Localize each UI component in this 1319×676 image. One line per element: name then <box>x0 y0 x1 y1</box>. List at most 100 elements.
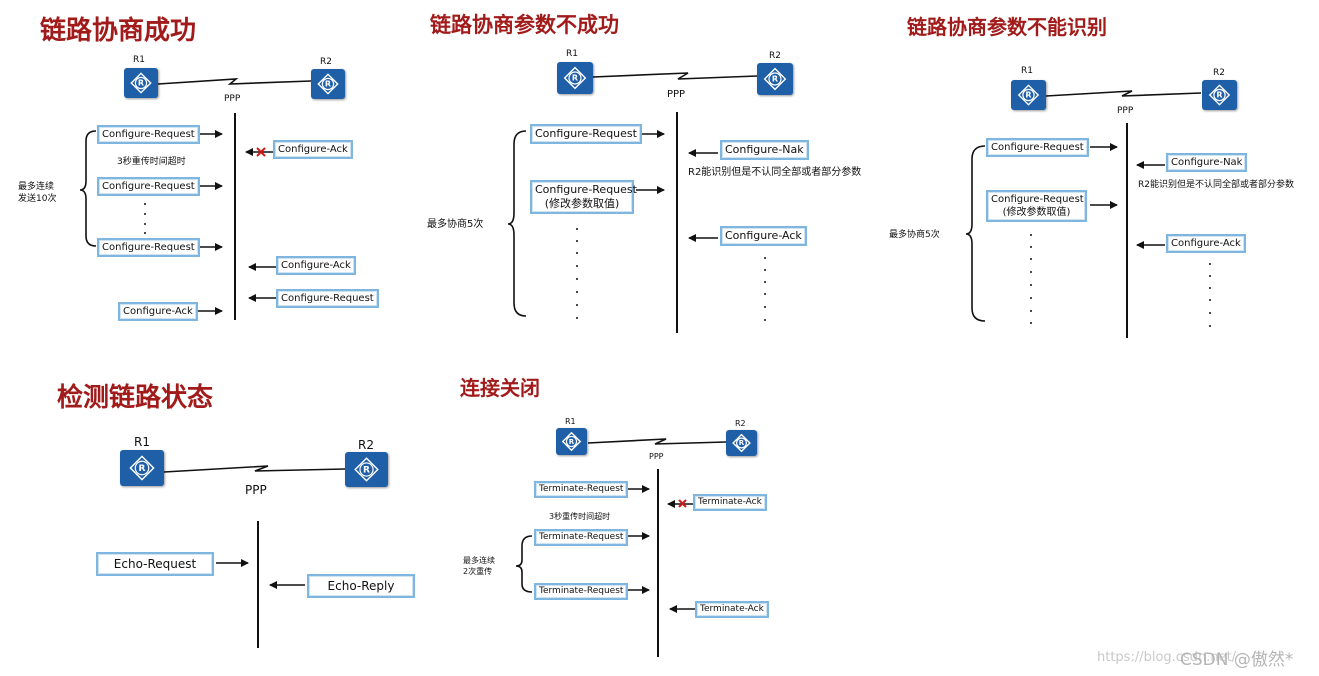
router-glyph: R <box>354 457 379 482</box>
p5-router-r2-icon: R <box>726 430 757 456</box>
p2-router-r1-icon: R <box>557 62 593 94</box>
p2-msg-configure-ack: Configure-Ack <box>720 226 807 246</box>
p2-msg-configure-request-2: Configure-Request <box>535 183 637 196</box>
p5-msg-terminate-request-3: Terminate-Request <box>534 583 629 600</box>
p3-ppp-label: PPP <box>1117 106 1134 116</box>
p5-router-r1-icon: R <box>556 428 587 455</box>
p2-r2-label: R2 <box>769 51 781 61</box>
p3-msg-modify-params: (修改参数取值) <box>1002 207 1071 218</box>
p1-msg-configure-request-3: Configure-Request <box>97 238 200 257</box>
p3-nak-note: R2能识别但是不认同全部或者部分参数 <box>1138 180 1294 190</box>
router-glyph: R <box>1208 84 1231 106</box>
router-glyph: R <box>561 431 582 452</box>
p1-router-r2-icon: R <box>311 69 345 99</box>
p1-title: 链路协商成功 <box>40 16 197 46</box>
p4-msg-echo-reply: Echo-Reply <box>307 574 415 598</box>
p3-brace <box>965 145 986 322</box>
p4-ppp-label: PPP <box>245 483 267 497</box>
p2-brace-note: 最多协商5次 <box>427 219 484 230</box>
p5-brace <box>515 535 533 593</box>
svg-text:R: R <box>1025 91 1031 100</box>
p3-msg-configure-request-1: Configure-Request <box>986 138 1089 157</box>
svg-text:R: R <box>139 464 146 474</box>
router-glyph: R <box>732 433 751 453</box>
p4-router-r2-icon: R <box>345 452 388 487</box>
p1-ppp-label: PPP <box>224 94 241 104</box>
p5-r1-label: R1 <box>565 417 576 426</box>
p1-brace-note-line2: 发送10次 <box>18 194 57 204</box>
p5-msg-terminate-request-1: Terminate-Request <box>534 481 629 498</box>
p5-title: 连接关闭 <box>460 376 540 400</box>
p2-r1-label: R1 <box>566 49 578 59</box>
p1-router-r1-icon: R <box>124 68 158 98</box>
p3-msg-configure-request-modified: Configure-Request (修改参数取值) <box>986 190 1087 222</box>
p3-msg-configure-ack: Configure-Ack <box>1166 234 1246 253</box>
p1-msg-configure-ack-lost: Configure-Ack <box>273 140 353 159</box>
ellipsis-dots <box>144 203 1211 327</box>
p2-msg-configure-request-modified: Configure-Request (修改参数取值) <box>530 180 637 214</box>
p4-r1-label: R1 <box>134 435 150 449</box>
p5-r2-label: R2 <box>735 419 746 428</box>
p1-brace <box>79 130 97 247</box>
p1-msg-configure-ack-r1: Configure-Ack <box>118 302 198 321</box>
p4-r2-label: R2 <box>358 438 374 452</box>
p2-msg-configure-request-1: Configure-Request <box>530 124 642 144</box>
p4-router-r1-icon: R <box>120 450 164 486</box>
router-glyph: R <box>129 455 155 481</box>
router-glyph: R <box>563 66 587 90</box>
svg-text:R: R <box>138 79 144 88</box>
svg-text:R: R <box>772 75 778 84</box>
p5-ppp-label: PPP <box>649 452 664 461</box>
svg-text:R: R <box>325 80 331 89</box>
p1-r2-label: R2 <box>320 57 332 67</box>
p4-msg-echo-request: Echo-Request <box>96 552 214 576</box>
p1-retry-note: 3秒重传时间超时 <box>117 157 186 167</box>
p3-brace-note: 最多协商5次 <box>889 230 940 240</box>
p3-r1-label: R1 <box>1021 66 1033 76</box>
router-glyph: R <box>130 72 152 94</box>
p1-brace-note-line1: 最多连续 <box>18 182 55 192</box>
p1-r1-label: R1 <box>133 55 145 65</box>
svg-text:R: R <box>569 438 575 446</box>
p1-msg-configure-request-1: Configure-Request <box>97 125 200 144</box>
p2-router-r2-icon: R <box>757 63 793 95</box>
router-glyph: R <box>1017 84 1040 106</box>
svg-text:R: R <box>1216 91 1222 100</box>
p4-serial-link <box>163 465 346 473</box>
p2-msg-configure-nak: Configure-Nak <box>720 140 809 160</box>
p2-ppp-label: PPP <box>667 89 686 100</box>
p3-router-r2-icon: R <box>1202 80 1237 110</box>
p2-nak-note: R2能识别但是不认同全部或者部分参数 <box>688 167 862 178</box>
p5-msg-terminate-request-2: Terminate-Request <box>534 529 629 546</box>
loss-marks <box>256 147 687 508</box>
svg-text:R: R <box>363 465 370 475</box>
router-glyph: R <box>763 67 787 91</box>
p5-brace-note-line1: 最多连续 <box>463 556 495 565</box>
p3-title: 链路协商参数不能识别 <box>907 15 1107 39</box>
p1-msg-configure-request-2: Configure-Request <box>97 177 200 196</box>
p2-title: 链路协商参数不成功 <box>430 13 619 37</box>
p5-msg-terminate-ack-lost: Terminate-Ack <box>693 494 767 511</box>
p3-r2-label: R2 <box>1213 68 1225 78</box>
watermark-url: https://blog.csdn.net/ <box>1097 650 1237 665</box>
p3-serial-link <box>1045 90 1202 97</box>
p4-title: 检测链路状态 <box>57 383 214 413</box>
p5-brace-note-line2: 2次重传 <box>463 567 493 576</box>
router-glyph: R <box>317 73 339 95</box>
p3-router-r1-icon: R <box>1011 80 1046 110</box>
p5-msg-terminate-ack: Terminate-Ack <box>695 601 769 618</box>
p1-msg-configure-ack-r2: Configure-Ack <box>276 256 356 275</box>
watermark-brand: CSDN @傲然* <box>1180 650 1294 670</box>
p3-msg-configure-nak: Configure-Nak <box>1166 153 1248 172</box>
svg-text:R: R <box>739 439 745 447</box>
p1-serial-link <box>157 78 312 85</box>
p5-serial-link <box>587 438 727 445</box>
p1-msg-configure-request-r2: Configure-Request <box>276 289 379 308</box>
p2-msg-modify-params: (修改参数取值) <box>544 197 620 210</box>
p3-msg-configure-request-2: Configure-Request <box>991 194 1084 205</box>
p5-retry-note: 3秒重传时间超时 <box>549 512 611 521</box>
svg-text:R: R <box>572 74 578 83</box>
p2-serial-link <box>592 72 758 80</box>
p2-brace <box>507 130 527 317</box>
